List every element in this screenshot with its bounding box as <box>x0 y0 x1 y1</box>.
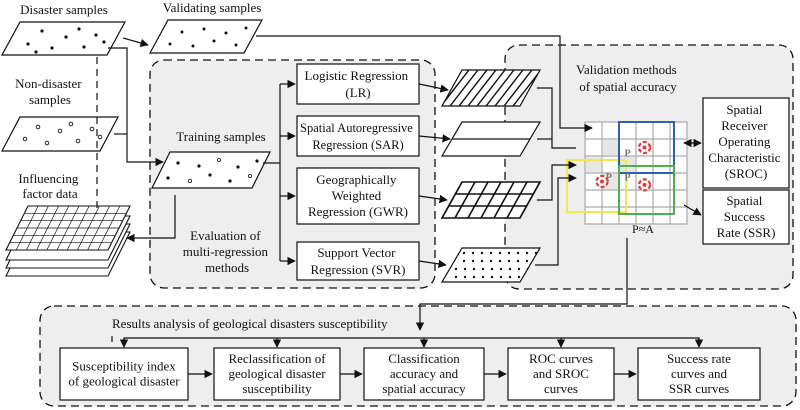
green-square <box>618 165 675 215</box>
ssr-label: Spatial Success Rate (SSR) <box>717 193 776 240</box>
sar-map <box>440 121 542 157</box>
validating-samples-label: Validating samples <box>163 0 262 15</box>
results-feedback-lines <box>119 337 704 348</box>
evaluation-label: Evaluation of multi-regression methods <box>183 228 271 275</box>
lr-label: Logistic Regression (LR) <box>305 68 412 100</box>
validating-samples-shape <box>148 19 264 54</box>
blue-square <box>618 121 675 174</box>
factor-layer <box>5 205 131 251</box>
influencing-factor-label: Influencing factor data <box>18 171 81 201</box>
gwr-box <box>296 167 420 225</box>
gwr-label: Geographically Weighted Regression (GWR) <box>308 172 408 219</box>
sar-label: Spatial Autoregressive Regression (SAR) <box>300 121 416 152</box>
non-disaster-samples-dots <box>22 121 103 146</box>
validation-grid: P P P <box>566 121 688 225</box>
svr-box <box>296 241 420 281</box>
disaster-marker-icon <box>637 140 652 155</box>
grid-p-marker: P <box>624 149 630 160</box>
p-approx-a-label: P≈A <box>632 222 654 236</box>
disaster-samples-label: Disaster samples <box>20 2 108 17</box>
svr-label: Support Vector Regression (SVR) <box>311 245 406 277</box>
ssr-box <box>702 189 790 245</box>
sar-box <box>296 115 420 157</box>
svr-map <box>440 247 542 283</box>
grid-p-marker: P <box>606 172 612 183</box>
training-samples-dots <box>166 157 259 183</box>
non-disaster-samples-label: Non-disaster samples <box>15 76 85 107</box>
disaster-marker-icon <box>637 178 652 192</box>
disaster-marker-icon <box>595 174 609 189</box>
sroc-box <box>702 97 790 189</box>
yellow-square <box>566 159 627 213</box>
disaster-samples-dots <box>26 27 106 54</box>
connectors <box>108 35 702 342</box>
grid-p-marker: P <box>624 172 630 183</box>
validation-title: Validation methods of spatial accuracy <box>576 62 680 94</box>
disaster-samples-shape <box>0 21 127 56</box>
lr-map <box>440 69 542 107</box>
results-title: Results analysis of geological disasters… <box>112 316 388 331</box>
sroc-label: Spatial Receiver Operating Characteristi… <box>708 102 783 181</box>
training-samples-label: Training samples <box>176 129 265 144</box>
influencing-factor-stack <box>5 205 131 277</box>
gwr-map <box>440 181 542 219</box>
non-disaster-samples-shape <box>1 116 119 152</box>
training-samples-shape <box>151 151 271 189</box>
validating-samples-dots <box>168 26 248 48</box>
